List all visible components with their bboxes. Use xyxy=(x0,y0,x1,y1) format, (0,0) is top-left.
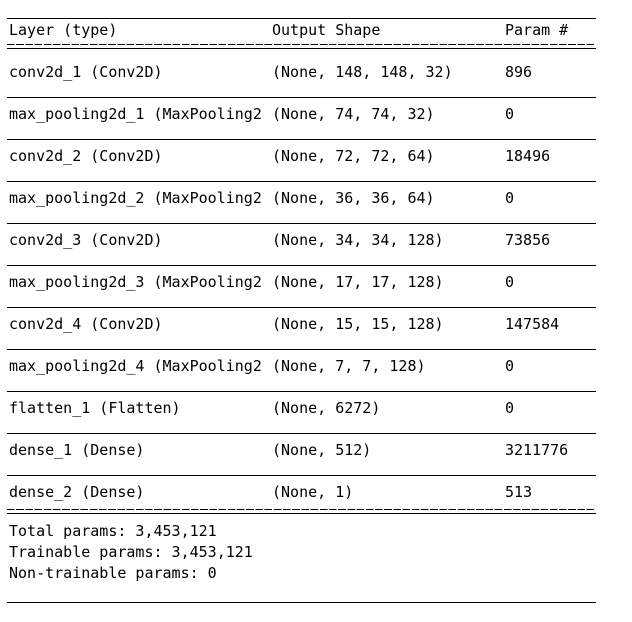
cell-layer: dense_2 (Dense) xyxy=(9,483,145,501)
cell-param: 513 xyxy=(505,483,533,501)
row-separator xyxy=(7,475,596,476)
cell-output-shape: (None, 15, 15, 128) xyxy=(272,315,444,333)
non-trainable-params-line: Non-trainable params: 0 xyxy=(9,564,217,582)
totals-block: Total params: 3,453,121 Trainable params… xyxy=(9,521,509,584)
header-double-rule xyxy=(7,43,596,50)
cell-output-shape: (None, 17, 17, 128) xyxy=(272,273,444,291)
table-row: max_pooling2d_2 (MaxPooling2 (None, 36, … xyxy=(0,187,632,209)
column-header-output-shape: Output Shape xyxy=(272,21,381,39)
row-separator xyxy=(7,391,596,392)
trainable-params-line: Trainable params: 3,453,121 xyxy=(9,543,253,561)
table-row: conv2d_3 (Conv2D) (None, 34, 34, 128) 73… xyxy=(0,229,632,251)
cell-layer: max_pooling2d_1 (MaxPooling2 xyxy=(9,105,262,123)
cell-layer: max_pooling2d_4 (MaxPooling2 xyxy=(9,357,262,375)
cell-output-shape: (None, 7, 7, 128) xyxy=(272,357,426,375)
cell-param: 73856 xyxy=(505,231,551,249)
table-row: max_pooling2d_4 (MaxPooling2 (None, 7, 7… xyxy=(0,355,632,377)
table-row: dense_2 (Dense) (None, 1) 513 xyxy=(0,481,632,503)
table-row: conv2d_1 (Conv2D) (None, 148, 148, 32) 8… xyxy=(0,61,632,83)
bottom-rule xyxy=(7,602,596,603)
cell-layer: conv2d_4 (Conv2D) xyxy=(9,315,163,333)
cell-param: 896 xyxy=(505,63,533,81)
table-row: max_pooling2d_3 (MaxPooling2 (None, 17, … xyxy=(0,271,632,293)
cell-param: 0 xyxy=(505,357,515,375)
cell-layer: flatten_1 (Flatten) xyxy=(9,399,181,417)
row-separator xyxy=(7,223,596,224)
cell-layer: max_pooling2d_2 (MaxPooling2 xyxy=(9,189,262,207)
cell-output-shape: (None, 74, 74, 32) xyxy=(272,105,435,123)
cell-param: 0 xyxy=(505,273,515,291)
totals-double-rule xyxy=(7,508,596,515)
cell-output-shape: (None, 72, 72, 64) xyxy=(272,147,435,165)
cell-layer: conv2d_1 (Conv2D) xyxy=(9,63,163,81)
cell-output-shape: (None, 148, 148, 32) xyxy=(272,63,453,81)
cell-layer: conv2d_2 (Conv2D) xyxy=(9,147,163,165)
table-row: max_pooling2d_1 (MaxPooling2 (None, 74, … xyxy=(0,103,632,125)
cell-layer: conv2d_3 (Conv2D) xyxy=(9,231,163,249)
cell-param: 0 xyxy=(505,399,515,417)
table-row: dense_1 (Dense) (None, 512) 3211776 xyxy=(0,439,632,461)
row-separator xyxy=(7,139,596,140)
cell-output-shape: (None, 36, 36, 64) xyxy=(272,189,435,207)
cell-param: 147584 xyxy=(505,315,560,333)
row-separator xyxy=(7,181,596,182)
table-header-row: Layer (type) Output Shape Param # xyxy=(0,19,632,41)
cell-param: 3211776 xyxy=(505,441,569,459)
top-rule xyxy=(7,18,596,19)
cell-param: 0 xyxy=(505,105,515,123)
cell-output-shape: (None, 6272) xyxy=(272,399,381,417)
column-header-param: Param # xyxy=(505,21,569,39)
row-separator xyxy=(7,349,596,350)
cell-output-shape: (None, 34, 34, 128) xyxy=(272,231,444,249)
table-row: conv2d_4 (Conv2D) (None, 15, 15, 128) 14… xyxy=(0,313,632,335)
row-separator xyxy=(7,433,596,434)
row-separator xyxy=(7,97,596,98)
table-row: conv2d_2 (Conv2D) (None, 72, 72, 64) 184… xyxy=(0,145,632,167)
row-separator xyxy=(7,307,596,308)
cell-output-shape: (None, 1) xyxy=(272,483,354,501)
cell-param: 0 xyxy=(505,189,515,207)
total-params-line: Total params: 3,453,121 xyxy=(9,522,217,540)
column-header-layer: Layer (type) xyxy=(9,21,118,39)
cell-param: 18496 xyxy=(505,147,551,165)
cell-layer: max_pooling2d_3 (MaxPooling2 xyxy=(9,273,262,291)
table-row: flatten_1 (Flatten) (None, 6272) 0 xyxy=(0,397,632,419)
row-separator xyxy=(7,265,596,266)
cell-output-shape: (None, 512) xyxy=(272,441,372,459)
cell-layer: dense_1 (Dense) xyxy=(9,441,145,459)
